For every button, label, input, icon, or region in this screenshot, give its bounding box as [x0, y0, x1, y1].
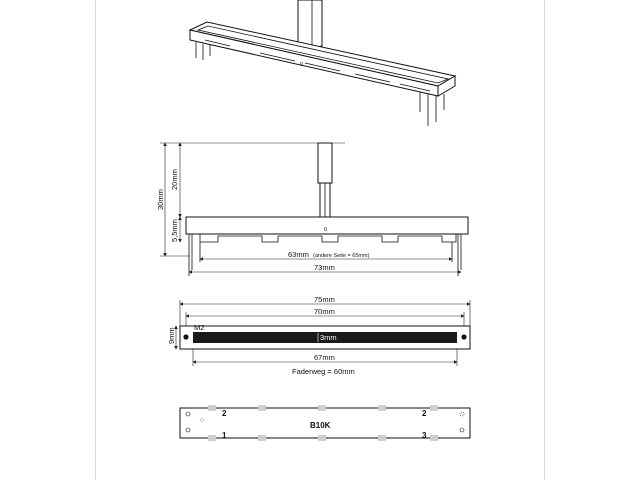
- dim-63mm-note: (andere Seite = 65mm): [313, 253, 370, 259]
- pin-label-1: 1: [222, 431, 227, 440]
- svg-text:0: 0: [300, 62, 303, 68]
- pin-label-2-left: 2: [222, 409, 227, 418]
- side-pin-right: [457, 234, 462, 276]
- dim-70mm-label: 70mm: [314, 307, 335, 316]
- pin-label-2-right: 2: [422, 409, 427, 418]
- dim-63mm-label: 63mm: [288, 250, 309, 259]
- fader-travel-label: Faderweg = 60mm: [292, 367, 355, 376]
- solder-pads: [208, 405, 438, 441]
- resistance-value: B10K: [310, 421, 331, 430]
- fader-slot: [193, 332, 457, 343]
- dim-3mm-label: 3mm: [320, 333, 337, 342]
- dim-67mm-label: 67mm: [314, 353, 335, 362]
- dim-20mm-label: 20mm: [170, 169, 179, 190]
- iso-end-face: [437, 75, 456, 97]
- bottom-view: 2 2 1 3 B10K: [179, 405, 471, 441]
- bottom-body: [179, 407, 471, 439]
- mount-hole-left: [183, 334, 189, 340]
- dim-75mm-label: 75mm: [314, 295, 335, 304]
- top-view: 75mm 70mm M2 9mm 3mm 67mm Faderweg = 60m…: [167, 295, 471, 376]
- side-knob: [317, 142, 333, 184]
- dim-9mm-label: 9mm: [167, 327, 176, 344]
- side-body: [185, 216, 469, 235]
- center-marker: 0: [324, 227, 327, 233]
- dim-30mm-label: 30mm: [156, 189, 165, 210]
- side-pin-left: [188, 234, 193, 276]
- iso-knob-shaft: [297, 0, 323, 49]
- isometric-view: 0: [188, 0, 457, 126]
- dim-5-5mm-label: 5,5mm: [170, 219, 179, 242]
- pin-label-3: 3: [422, 431, 427, 440]
- side-view: 0 30mm 20mm 5,5mm 63mm (andere Seite = 6…: [156, 142, 469, 276]
- dim-73mm-label: 73mm: [314, 263, 335, 272]
- iso-pins-left: [195, 42, 211, 60]
- mount-hole-right: [461, 334, 467, 340]
- mount-screw-label: M2: [194, 323, 204, 332]
- iso-pins-right: [419, 92, 445, 126]
- datasheet-page: [95, 0, 545, 480]
